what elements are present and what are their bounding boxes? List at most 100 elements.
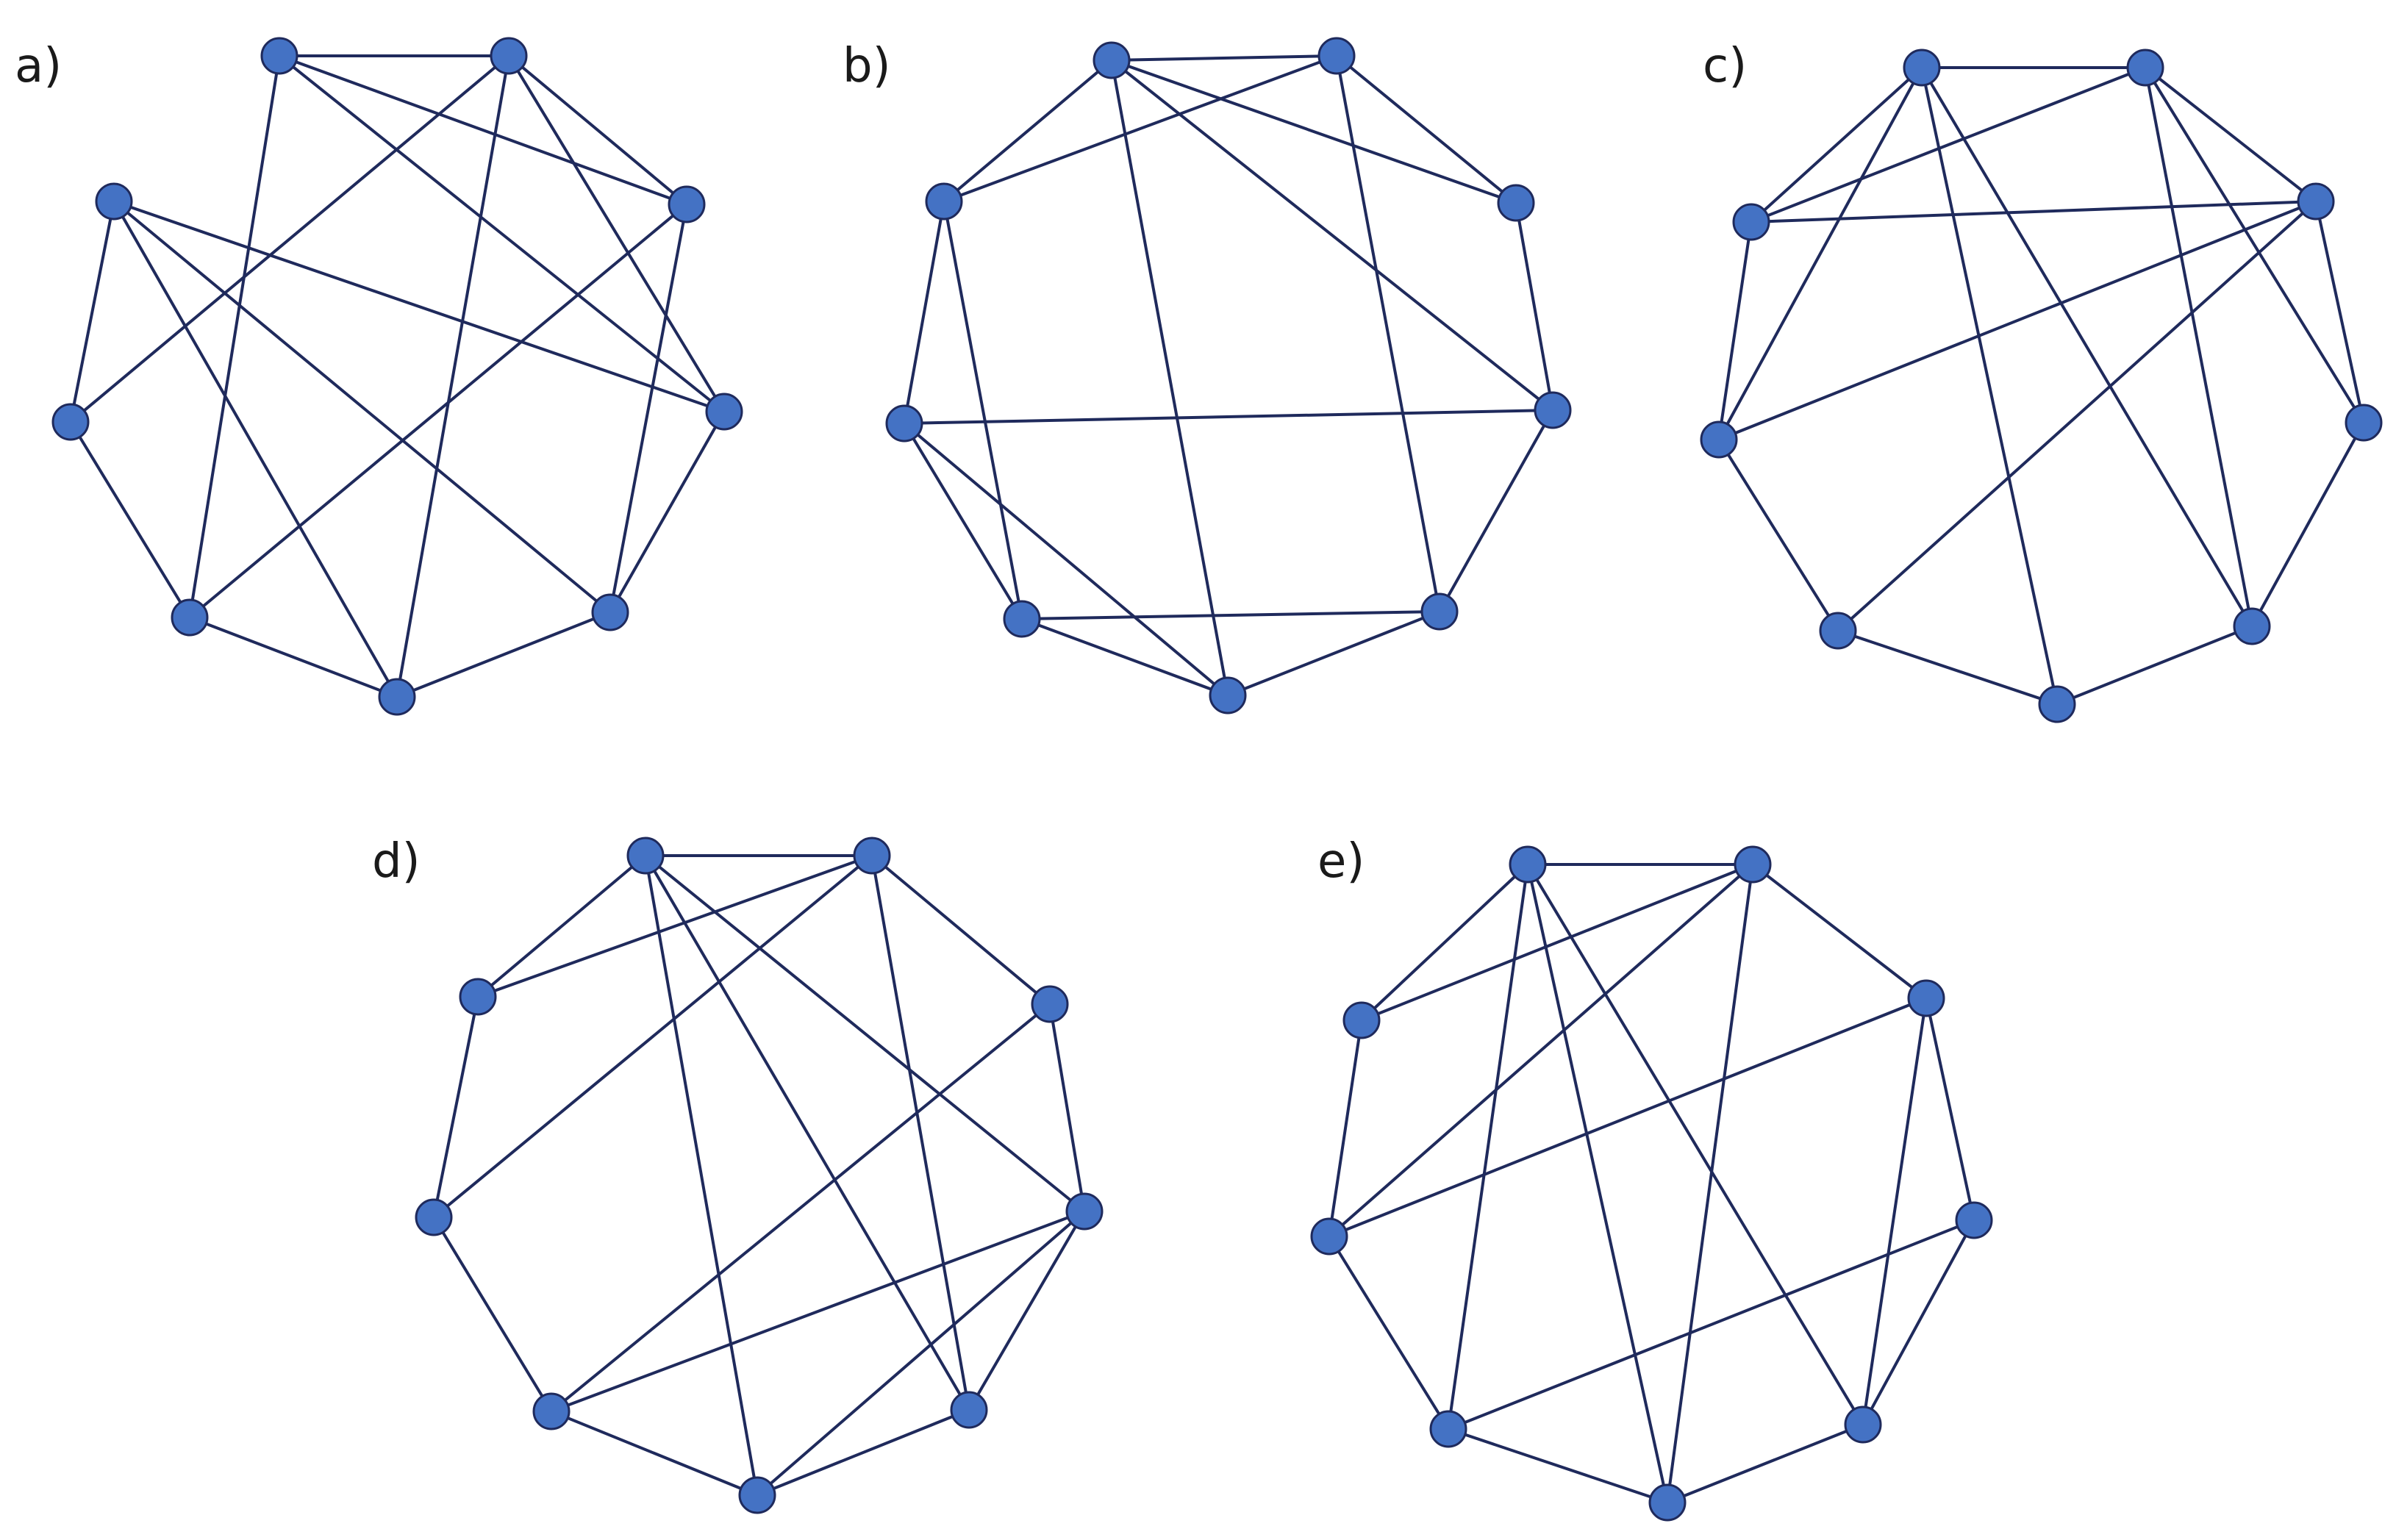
graph-c-edge-2-3 <box>2314 201 2365 423</box>
graph-e-edge-4-5 <box>1667 1423 1864 1504</box>
graph-e-node-0 <box>1509 845 1547 884</box>
panel-label-b: b) <box>843 39 891 93</box>
graph-d-edge-1-4 <box>870 855 970 1411</box>
graph-e-edge-7-8 <box>1328 1020 1363 1237</box>
graph-e-node-1 <box>1734 845 1772 884</box>
graph-b-edge-3-7 <box>904 409 1553 425</box>
graph-b-edge-0-3 <box>1110 59 1554 412</box>
graph-a-edge-7-8 <box>69 201 115 423</box>
graph-d-node-6 <box>532 1392 571 1430</box>
graph-b-edge-0-5 <box>1110 60 1229 696</box>
graph-d-edge-3-4 <box>968 1210 1086 1411</box>
graph-d-edge-1-2 <box>870 854 1051 1006</box>
graph-a-node-8 <box>95 182 133 221</box>
graph-d-node-8 <box>459 978 497 1016</box>
graph-d-edge-0-4 <box>644 854 970 1411</box>
graph-a-edge-0-6 <box>188 55 281 618</box>
panel-label-c: c) <box>1703 39 1748 93</box>
graph-c-edge-0-4 <box>1920 66 2253 628</box>
graph-a-edge-8-4 <box>112 200 612 614</box>
graph-c-node-5 <box>2038 685 2076 723</box>
graph-a-node-4 <box>591 593 629 631</box>
graph-e-edge-1-7 <box>1328 863 1754 1238</box>
graph-a-node-2 <box>668 185 706 223</box>
graph-c-node-3 <box>2345 404 2383 442</box>
graph-b-edge-6-8 <box>943 201 1023 620</box>
graph-a-edge-5-6 <box>189 616 398 698</box>
graph-b-node-3 <box>1534 391 1572 429</box>
graph-a-edge-0-2 <box>279 54 687 206</box>
graph-d-edge-1-7 <box>432 854 873 1219</box>
graph-b-edge-6-5 <box>1021 617 1229 697</box>
graph-c-node-2 <box>2297 182 2335 221</box>
graph-a-node-5 <box>378 678 416 716</box>
graph-e-node-7 <box>1310 1217 1348 1256</box>
graph-e-edge-5-6 <box>1448 1428 1668 1504</box>
graph-b-edge-7-8 <box>903 201 945 424</box>
panel-label-a: a) <box>15 39 62 93</box>
graph-a-edge-2-4 <box>609 204 688 613</box>
graph-b-node-6 <box>1003 600 1041 638</box>
graph-d-node-3 <box>1065 1192 1104 1231</box>
graph-d-node-1 <box>853 837 891 875</box>
graph-c-edge-1-8 <box>1750 66 2146 223</box>
graph-a-node-6 <box>171 598 209 637</box>
graph-a-edge-1-5 <box>396 55 510 698</box>
graph-d-edge-6-7 <box>432 1216 553 1413</box>
graph-d-edge-7-8 <box>432 996 479 1218</box>
graph-b-node-4 <box>1420 592 1459 631</box>
graph-c-edge-3-4 <box>2250 422 2365 627</box>
graph-b-edge-2-3 <box>1515 202 1554 411</box>
graph-c-edge-1-3 <box>2144 66 2365 424</box>
graph-b-edge-6-7 <box>903 422 1023 620</box>
graph-c-edge-0-5 <box>1920 67 2059 705</box>
graph-b-edge-1-2 <box>1335 54 1517 204</box>
graph-b-node-1 <box>1317 37 1356 75</box>
graph-b-node-7 <box>885 404 923 443</box>
graph-d-edge-1-8 <box>477 854 873 998</box>
graph-c-edge-2-7 <box>1718 200 2317 441</box>
graph-c-edge-8-2 <box>1750 200 2317 223</box>
graph-c-node-1 <box>2126 49 2164 87</box>
graph-d-edge-0-3 <box>644 854 1086 1213</box>
graph-a-edge-1-2 <box>507 54 688 206</box>
graph-e-edge-2-4 <box>1862 998 1928 1425</box>
graph-e-edge-1-2 <box>1751 863 1928 1000</box>
graph-e-node-3 <box>1955 1201 1993 1239</box>
graph-a-edge-0-3 <box>278 54 726 413</box>
graph-e-edge-2-3 <box>1925 998 1975 1221</box>
graph-c-edge-0-8 <box>1750 66 1923 223</box>
graph-d-edge-0-8 <box>476 854 647 998</box>
graph-b-edge-3-4 <box>1438 409 1554 612</box>
graph-a-edge-3-4 <box>609 411 726 613</box>
graph-b-node-0 <box>1092 41 1131 79</box>
graph-d-edge-2-6 <box>550 1003 1051 1413</box>
graph-d-node-0 <box>626 837 665 875</box>
graph-a-edge-1-7 <box>69 54 510 423</box>
graph-b-edge-5-7 <box>903 422 1229 697</box>
graph-b-node-8 <box>925 182 963 221</box>
graph-b-edge-0-1 <box>1111 54 1337 62</box>
graph-b-edge-0-8 <box>943 59 1113 203</box>
graph-c-edge-2-6 <box>1837 200 2317 632</box>
graph-e-node-5 <box>1648 1483 1687 1522</box>
panel-label-d: d) <box>372 834 421 889</box>
graph-a-edge-2-6 <box>188 203 688 619</box>
graph-d-node-4 <box>950 1391 988 1429</box>
graph-d-edge-4-5 <box>757 1408 970 1497</box>
graph-b-edge-4-5 <box>1227 610 1440 697</box>
graph-e-edge-0-6 <box>1447 864 1529 1430</box>
graph-e-edge-2-7 <box>1328 997 1927 1238</box>
graph-a-node-3 <box>705 393 743 431</box>
graph-e-node-4 <box>1844 1405 1882 1444</box>
graph-d-edge-3-5 <box>756 1210 1086 1497</box>
graph-c-edge-7-8 <box>1717 221 1753 440</box>
graph-e-node-6 <box>1429 1410 1467 1448</box>
graph-a-edge-4-5 <box>396 611 611 698</box>
graph-a-node-0 <box>260 37 298 75</box>
graph-a-edge-1-3 <box>507 54 726 413</box>
panel-label-e: e) <box>1317 834 1365 889</box>
graph-b-edge-0-2 <box>1111 59 1517 204</box>
